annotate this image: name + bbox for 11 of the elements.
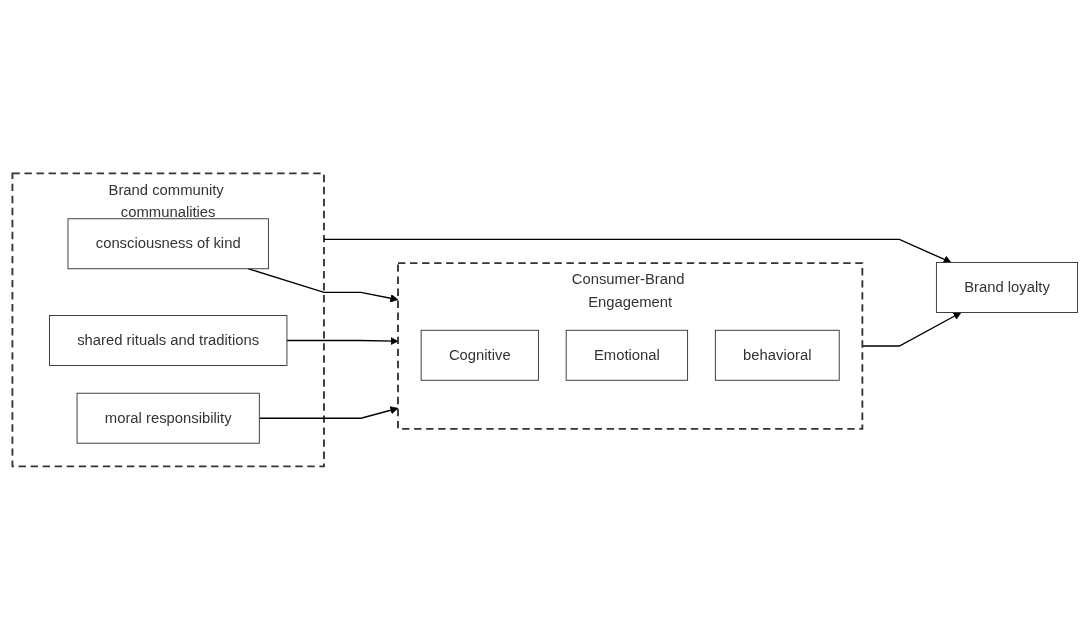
arrow [286,336,399,345]
node-box: Brand loyalty [935,261,1079,313]
arrow [323,238,952,263]
node-box: moral responsibility [76,392,260,444]
node-box: consciousness of kind [67,217,269,269]
node-box: Emotional [565,329,689,381]
arrow [258,405,399,419]
node-box: shared rituals and traditions [49,314,288,366]
node-box: behavioral [714,329,840,381]
node-box: Cognitive [420,329,539,381]
arrow [247,267,399,302]
